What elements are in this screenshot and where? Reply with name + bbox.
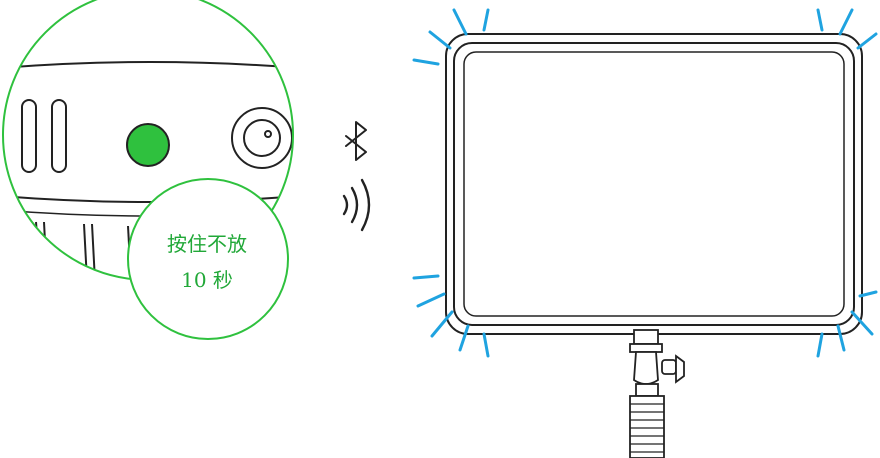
- led-panel: [445, 33, 863, 335]
- light-stand: [629, 329, 685, 458]
- callout-bubble: [127, 178, 289, 340]
- glow-rays: [412, 8, 878, 358]
- bluetooth-icon: [345, 121, 367, 161]
- wireless-signal-icon: [342, 178, 371, 232]
- power-button: [126, 123, 170, 167]
